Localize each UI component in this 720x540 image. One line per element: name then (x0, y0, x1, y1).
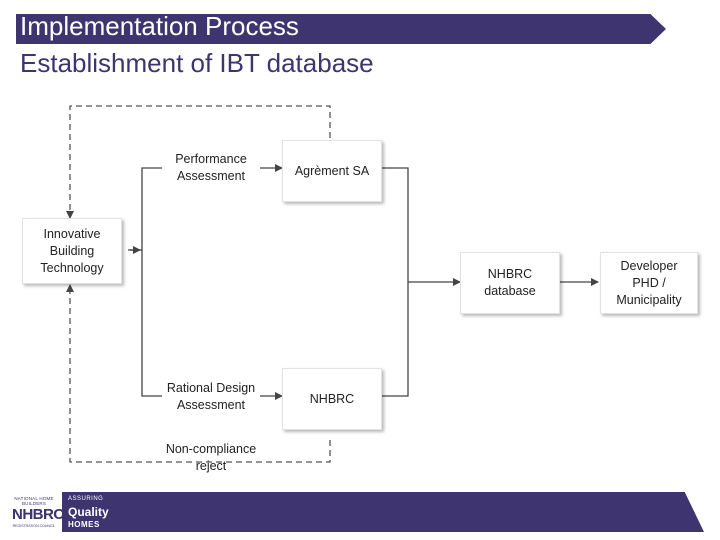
logo-top-text: NATIONAL HOME BUILDERS (14, 496, 54, 506)
performance-assessment-label: Performance Assessment (175, 152, 247, 183)
left-bracket (141, 167, 162, 397)
tagline-quality: Quality (68, 505, 109, 519)
title-bar (16, 14, 666, 44)
slide-subtitle: Establishment of IBT database (20, 48, 374, 78)
logo-main-text: NHBRC (12, 506, 64, 523)
nhbrc-box: NHBRC (282, 368, 382, 430)
non-compliance-reject-label: Non-compliance reject (165, 442, 257, 473)
slide-title: Implementation Process (20, 11, 299, 41)
rational-design-assessment-label: Rational Design Assessment (166, 381, 256, 412)
footer-tagline: ASSURING Quality HOMES (68, 494, 109, 530)
footer-band (62, 492, 704, 532)
agrement-sa-box: Agrèment SA (282, 140, 382, 202)
nhbrc-logo: NATIONAL HOME BUILDERS NHBRC REGISTRATIO… (12, 496, 64, 530)
dashed-loop-top (66, 105, 331, 219)
nhbrc-database-box: NHBRC database (460, 252, 560, 314)
dashed-loop-bottom (66, 284, 331, 463)
logo-bottom-text: REGISTRATION COUNCIL (12, 524, 56, 528)
tagline-homes: HOMES (68, 520, 100, 529)
developer-phd-municipality-box: Developer PHD / Municipality (600, 252, 698, 314)
tagline-assuring: ASSURING (68, 496, 104, 502)
right-bracket (382, 167, 409, 397)
innovative-building-technology-box: Innovative Building Technology (22, 218, 122, 284)
